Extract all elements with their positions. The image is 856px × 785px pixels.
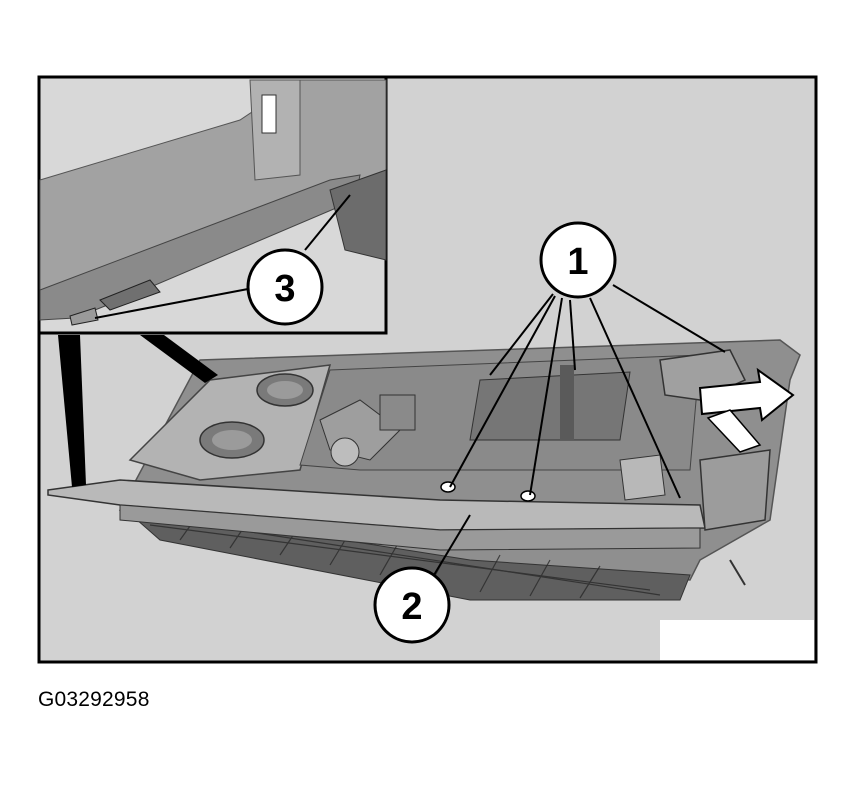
direction-arrow [698,367,795,453]
center-console [47,339,801,601]
callout-3-label: 3 [274,268,295,310]
callout-1-label: 1 [567,241,588,283]
callout-2-label: 2 [401,586,422,628]
detail-inset [37,75,388,487]
callout-1: 1 [539,221,617,299]
callout-2: 2 [373,566,451,644]
figure-code: G03292958 [38,688,150,711]
callout-leaders [94,194,726,591]
blank-corner [660,620,814,660]
callout-3: 3 [246,248,324,326]
